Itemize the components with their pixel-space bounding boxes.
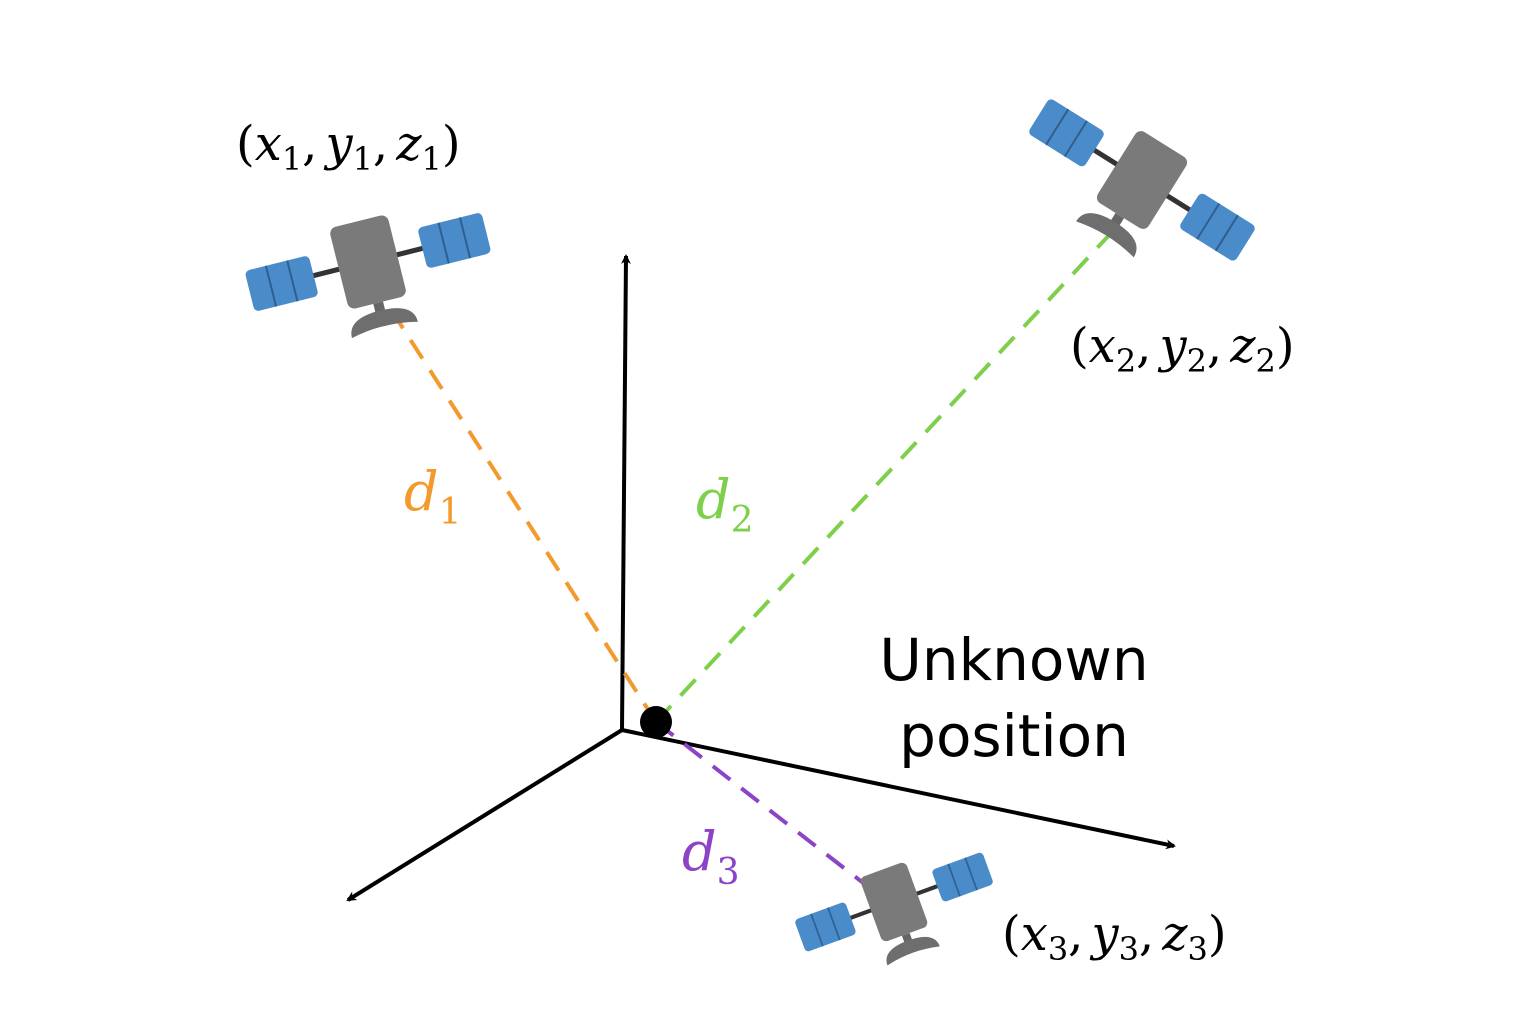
satellite-3-label: (x3,y3,z3) [1002,906,1227,968]
satellite-2-label: (x2,y2,z2) [1070,318,1295,380]
distance-line-d1 [388,306,658,724]
distance-line-d3 [654,720,882,898]
coordinate-axes [346,254,1176,902]
distance-label-d2: d2 [696,468,753,541]
unknown-position-point [640,706,672,738]
x-axis [621,728,1176,850]
distance-label-d3: d3 [682,820,739,893]
distance-line-d2 [654,230,1114,724]
y-axis [346,728,624,902]
distance-label-d1: d1 [404,460,461,533]
unknown-position-label-line1: Unknown [879,626,1148,694]
satellite-1-label: (x1,y1,z1) [236,116,461,178]
z-axis [620,254,631,731]
unknown-position-label-line2: position [899,702,1129,770]
satellite-1-icon [239,192,503,360]
satellite-2-icon [1001,80,1267,304]
satellite-3-icon [788,835,1007,990]
